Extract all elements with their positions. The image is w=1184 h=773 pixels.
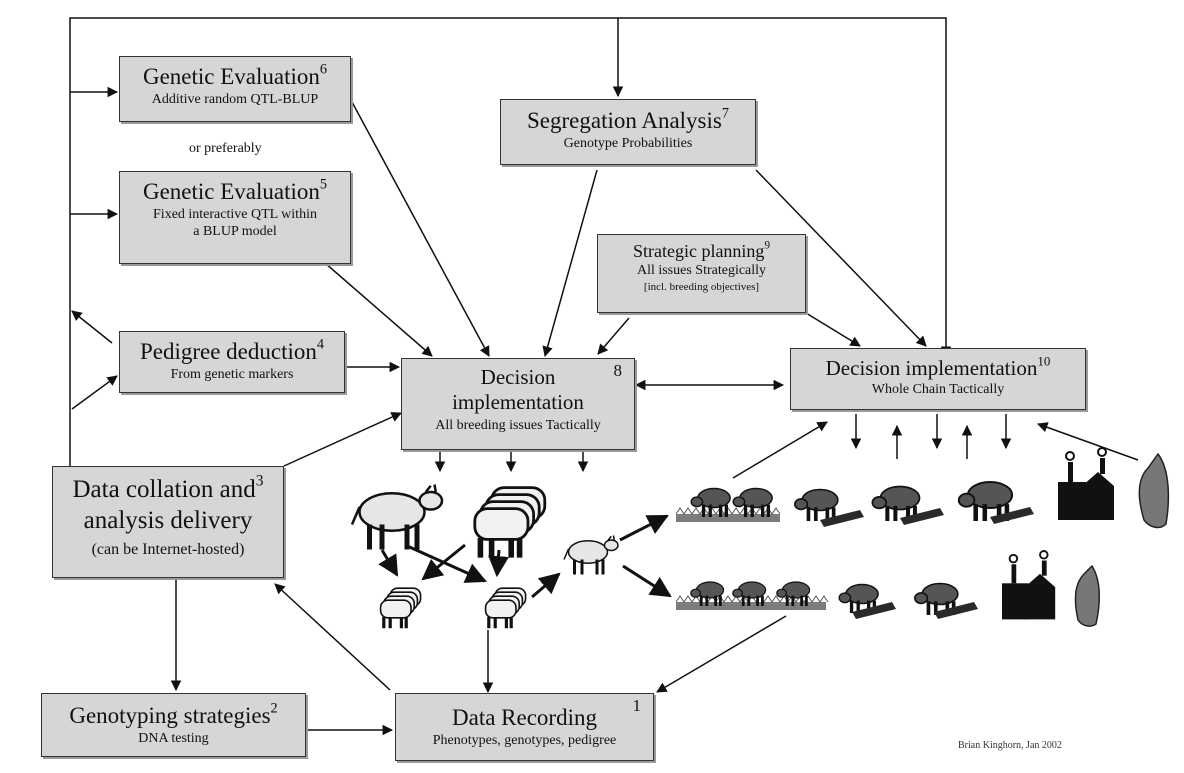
connector-lines <box>69 17 1139 736</box>
arrow-ge5-to-decision8 <box>324 262 433 357</box>
genetic-evaluation-6-box: Genetic Evaluation6 Additive random QTL-… <box>119 56 351 122</box>
cattle-herd-icon <box>379 586 423 630</box>
box-title-line-2: implementation <box>452 390 584 414</box>
box-title-line-1: Data collation and <box>72 476 256 503</box>
box-title: Segregation Analysis <box>527 108 722 133</box>
box-number: 3 <box>255 472 264 490</box>
segregation-analysis-box: Segregation Analysis7 Genotype Probabili… <box>500 99 756 165</box>
cow-icon <box>563 534 619 576</box>
carcass-icon <box>1074 564 1100 627</box>
data-collation-box: Data collation and3 analysis delivery (c… <box>52 466 284 578</box>
factory-icon <box>1057 447 1115 521</box>
box-title: Genetic Evaluation <box>142 179 320 204</box>
cattle-herd-icon <box>484 586 528 630</box>
arrow-seg-to-decision8 <box>542 169 598 358</box>
feedlot-cattle-icon <box>792 487 864 527</box>
factory-icon <box>1001 550 1057 621</box>
cattle-herd-icon <box>475 488 545 558</box>
feedlot-cattle-icon <box>912 581 978 619</box>
arrow-chain-to-recording <box>656 615 787 693</box>
genotyping-strategies-box: Genotyping strategies2 DNA testing <box>41 693 306 757</box>
feedlot-cattle-icon <box>959 482 1034 524</box>
box-title: Genetic Evaluation <box>142 64 320 89</box>
genetic-evaluation-5-box: Genetic Evaluation5 Fixed interactive QT… <box>119 171 351 264</box>
box-subtitle-line-1: Fixed interactive QTL within <box>153 207 317 222</box>
arrow-strategic-to-decision8 <box>597 317 630 355</box>
author-credit: Brian Kinghorn, Jan 2002 <box>958 740 1062 751</box>
box-title: Strategic planning <box>632 241 765 261</box>
box-number: 1 <box>632 696 642 715</box>
arrow-ge6-to-decision8 <box>351 101 490 357</box>
arrow-seg-to-decision10 <box>755 169 927 347</box>
box-title-line-1: Decision <box>480 365 556 389</box>
box-title-line-2: analysis delivery <box>83 507 253 534</box>
box-number: 8 <box>613 361 623 380</box>
feedlot-cattle-icon <box>872 487 944 525</box>
arrow-left-to-pedigree <box>71 375 118 410</box>
box-title: Genotyping strategies <box>69 703 271 728</box>
box-number: 9 <box>764 239 771 252</box>
left-feedback-line <box>69 17 952 466</box>
box-number: 7 <box>721 105 729 122</box>
box-subtitle: From genetic markers <box>170 367 294 382</box>
box-number: 6 <box>319 61 328 78</box>
box-subtitle: Whole Chain Tactically <box>871 382 1005 397</box>
decision-implementation-10-box: Decision implementation10 Whole Chain Ta… <box>790 348 1086 410</box>
cow-icon <box>350 483 444 551</box>
box-note: [incl. breeding objectives] <box>643 281 760 293</box>
pedigree-deduction-box: Pedigree deduction4 From genetic markers <box>119 331 345 393</box>
arrow-strategic-to-decision10 <box>805 312 861 347</box>
carcass-icon <box>1138 452 1170 529</box>
box-subtitle: All issues Strategically <box>636 263 767 278</box>
grazing-cattle-icon <box>675 486 781 522</box>
arrow-collation-to-decision8 <box>283 412 402 467</box>
box-title: Pedigree deduction <box>139 339 317 364</box>
arrow-recording-to-collation <box>274 583 391 691</box>
box-number: 4 <box>316 336 325 353</box>
box-number: 10 <box>1037 353 1051 369</box>
box-title: Data Recording <box>452 705 597 730</box>
or-preferably-label: or preferably <box>189 141 262 156</box>
box-subtitle: Additive random QTL-BLUP <box>151 92 319 107</box>
box-title: Decision implementation <box>825 356 1038 380</box>
feedlot-cattle-icon <box>837 582 896 619</box>
box-subtitle-line-2: a BLUP model <box>193 224 277 239</box>
data-recording-box: 1 Data Recording Phenotypes, genotypes, … <box>395 693 654 761</box>
box-subtitle: Phenotypes, genotypes, pedigree <box>432 733 617 748</box>
strategic-planning-box: Strategic planning9 All issues Strategic… <box>597 234 806 313</box>
box-number: 5 <box>319 176 328 193</box>
box-subtitle: Genotype Probabilities <box>563 136 693 151</box>
decision-implementation-8-box: 8 Decision implementation All breeding i… <box>401 358 635 450</box>
box-subtitle: DNA testing <box>138 731 209 746</box>
arrow-pedigree-to-left <box>71 310 113 344</box>
box-subtitle: (can be Internet-hosted) <box>91 541 245 558</box>
grazing-cattle-icon <box>675 580 829 610</box>
box-subtitle: All breeding issues Tactically <box>435 418 601 433</box>
box-number: 2 <box>270 700 278 717</box>
